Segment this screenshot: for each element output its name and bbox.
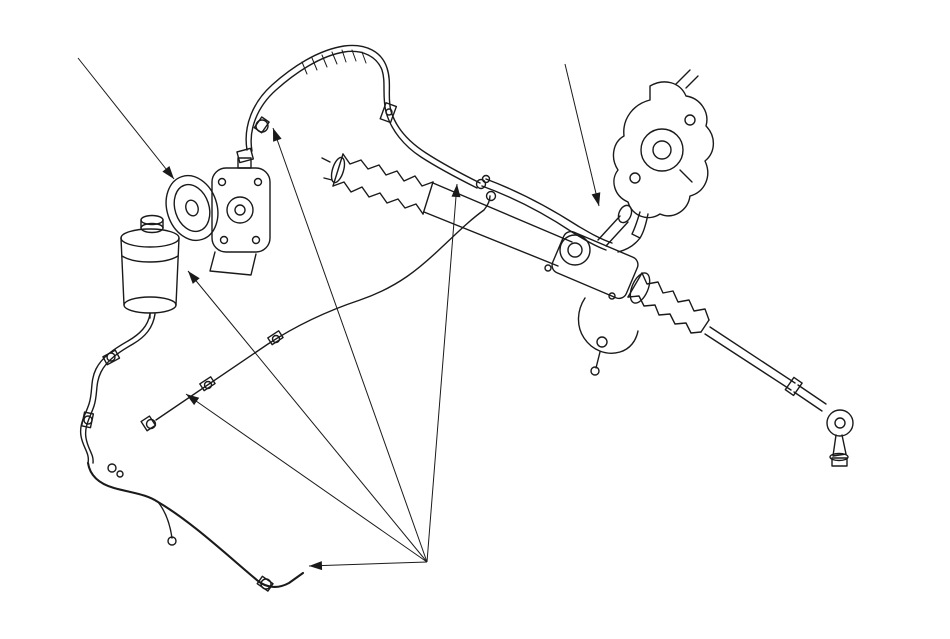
leader-to-pump-arrowhead — [162, 166, 174, 179]
leader-to-reservoir-hose-arrowhead — [188, 271, 200, 284]
pinion-input-shaft — [617, 204, 633, 224]
pressure-hose — [236, 44, 487, 190]
inner-tie-rod — [704, 326, 796, 391]
valve-housing — [544, 204, 651, 304]
hose-clamp — [80, 411, 95, 429]
pump-bracket — [209, 251, 257, 276]
leader-to-rack-tubes — [426, 183, 458, 563]
pump-pulley — [165, 174, 219, 242]
leader-to-pump — [77, 57, 175, 180]
leader-to-reservoir-hose — [187, 270, 428, 563]
right-bellows-boot — [627, 272, 710, 334]
hose-clamp — [167, 536, 177, 546]
rack-tube — [423, 182, 573, 267]
hose-fitting — [236, 147, 255, 164]
leader-to-lower-hose — [308, 561, 428, 567]
leader-lines — [77, 57, 601, 571]
banjo-fitting — [475, 178, 487, 190]
hose-clamp — [253, 116, 270, 134]
return-pipe-diagonal — [140, 195, 491, 432]
reservoir-body — [120, 228, 180, 248]
leader-to-pressure-hose — [272, 127, 428, 563]
pipe-clamp — [267, 330, 284, 346]
steering-rack — [321, 153, 854, 467]
pipe-end-bracket — [140, 415, 157, 432]
leader-to-steering-gear — [564, 63, 600, 207]
knuckle-lower-arm — [631, 211, 649, 239]
leader-to-return-line-arrowhead — [186, 394, 200, 406]
left-bellows-boot — [332, 153, 434, 215]
power-steering-pump — [165, 157, 271, 276]
hose-union-fitting — [379, 102, 398, 124]
tie-rod-end — [793, 384, 854, 467]
steering-knuckle — [612, 69, 715, 253]
leader-to-rack-tubes-arrowhead — [451, 184, 461, 198]
pump-outlet — [237, 157, 252, 169]
leader-to-lower-hose-arrowhead — [309, 561, 323, 571]
jam-nut — [784, 376, 803, 397]
hose-clamp — [102, 349, 121, 366]
mounting-bracket — [577, 297, 639, 376]
return-hose-lower — [79, 313, 305, 592]
hose-bracket — [107, 463, 124, 478]
leader-to-steering-gear-arrowhead — [591, 192, 601, 206]
fluid-reservoir — [120, 214, 180, 319]
pipe-clamp — [199, 376, 216, 392]
strut-stub — [675, 69, 699, 89]
leader-to-return-line — [185, 393, 428, 563]
hose-clamp — [256, 575, 274, 592]
leader-to-pressure-hose-arrowhead — [273, 128, 282, 142]
